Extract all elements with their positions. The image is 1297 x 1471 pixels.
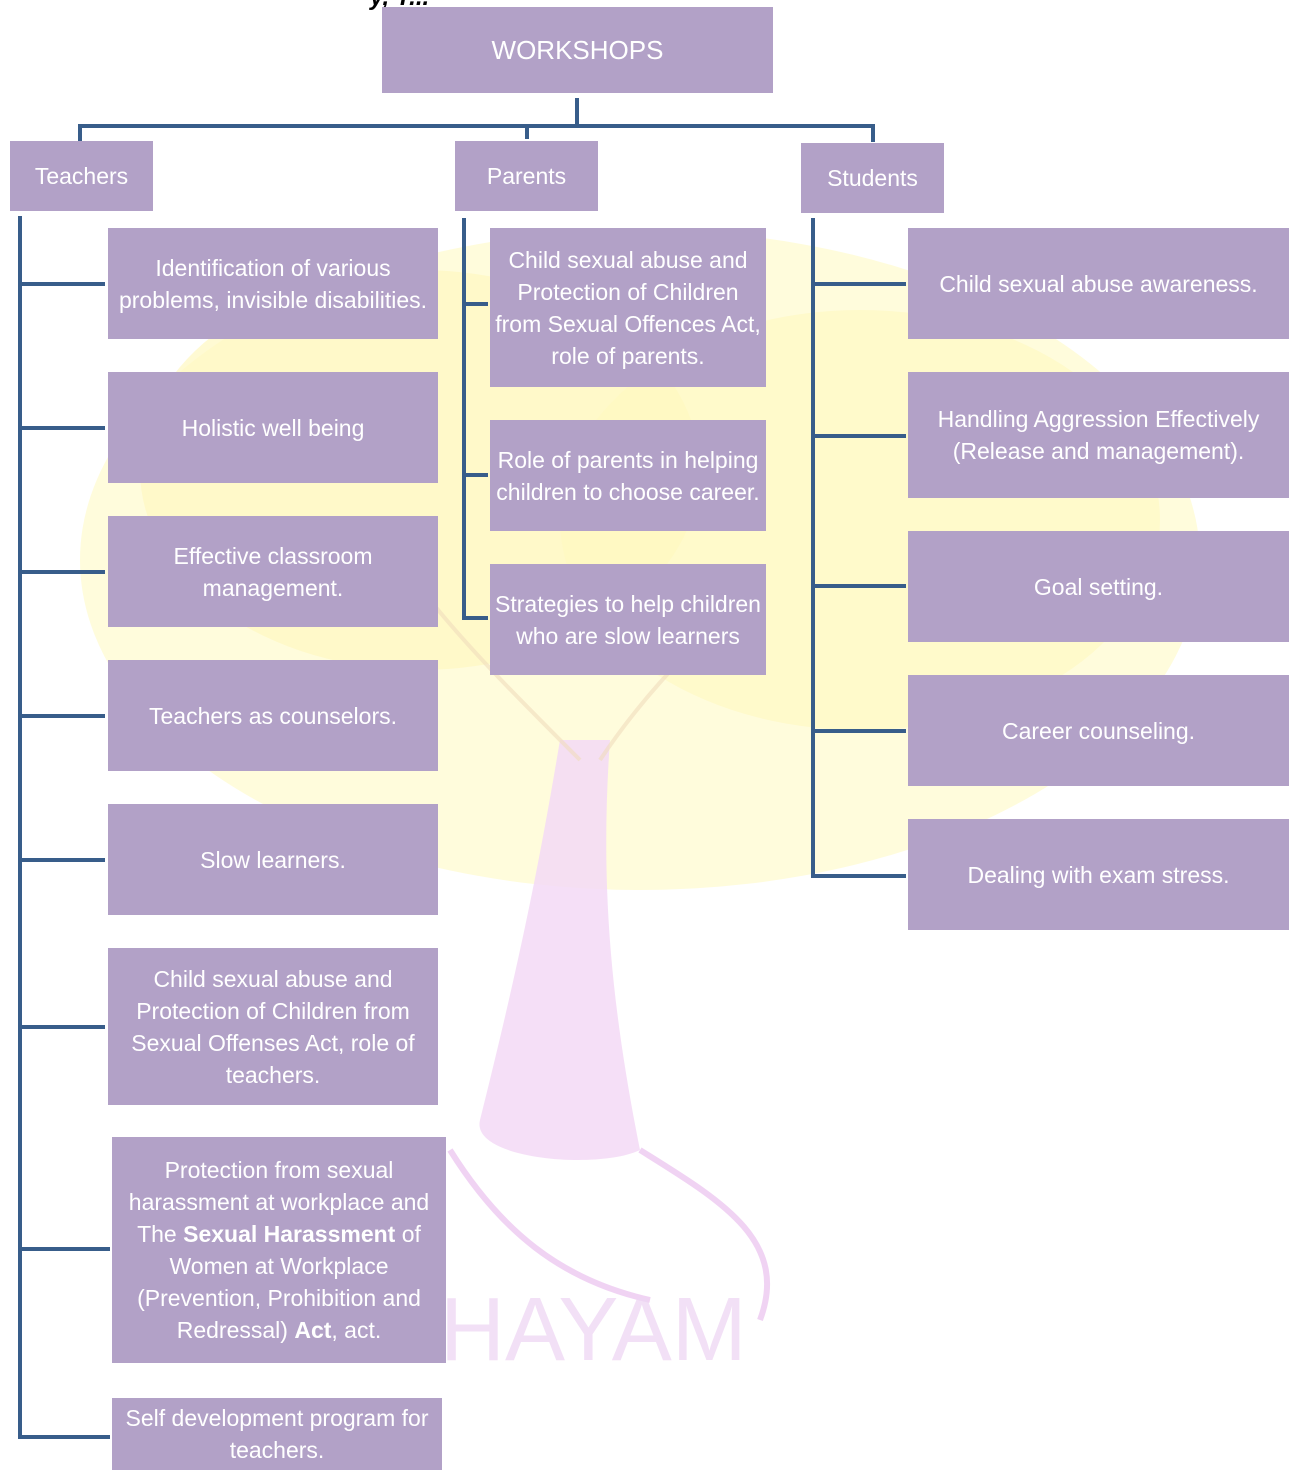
parents-item: Child sexual abuse and Protection of Chi… (490, 228, 766, 387)
teachers-item: Self development program for teachers. (112, 1398, 442, 1470)
teachers-item: Identification of various problems, invi… (108, 228, 438, 339)
students-item: Goal setting. (908, 531, 1289, 642)
students-item: Career counseling. (908, 675, 1289, 786)
parents-item: Strategies to help children who are slow… (490, 564, 766, 675)
teachers-item: Child sexual abuse and Protection of Chi… (108, 948, 438, 1105)
workshops-root: WORKSHOPS (382, 7, 773, 93)
root-connector (78, 98, 579, 142)
group-teachers: Teachers (10, 141, 153, 211)
teachers-item: Slow learners. (108, 804, 438, 915)
students-item: Handling Aggression Effectively (Release… (908, 372, 1289, 498)
page-title-fragment: y, Y... (370, 0, 429, 12)
root-connector-right (575, 124, 875, 142)
teachers-item: Holistic well being (108, 372, 438, 483)
group-parents: Parents (455, 141, 598, 211)
teachers-item-harassment-act: Protection from sexual harassment at wor… (112, 1137, 446, 1363)
teachers-item: Teachers as counselors. (108, 660, 438, 771)
teachers-item-label: Protection from sexual harassment at wor… (128, 1157, 430, 1343)
watermark-text: HAYAM (440, 1280, 747, 1380)
students-item: Child sexual abuse awareness. (908, 228, 1289, 339)
students-item: Dealing with exam stress. (908, 819, 1289, 930)
parents-item: Role of parents in helping children to c… (490, 420, 766, 531)
teachers-item: Effective classroom management. (108, 516, 438, 627)
group-students: Students (801, 143, 944, 213)
